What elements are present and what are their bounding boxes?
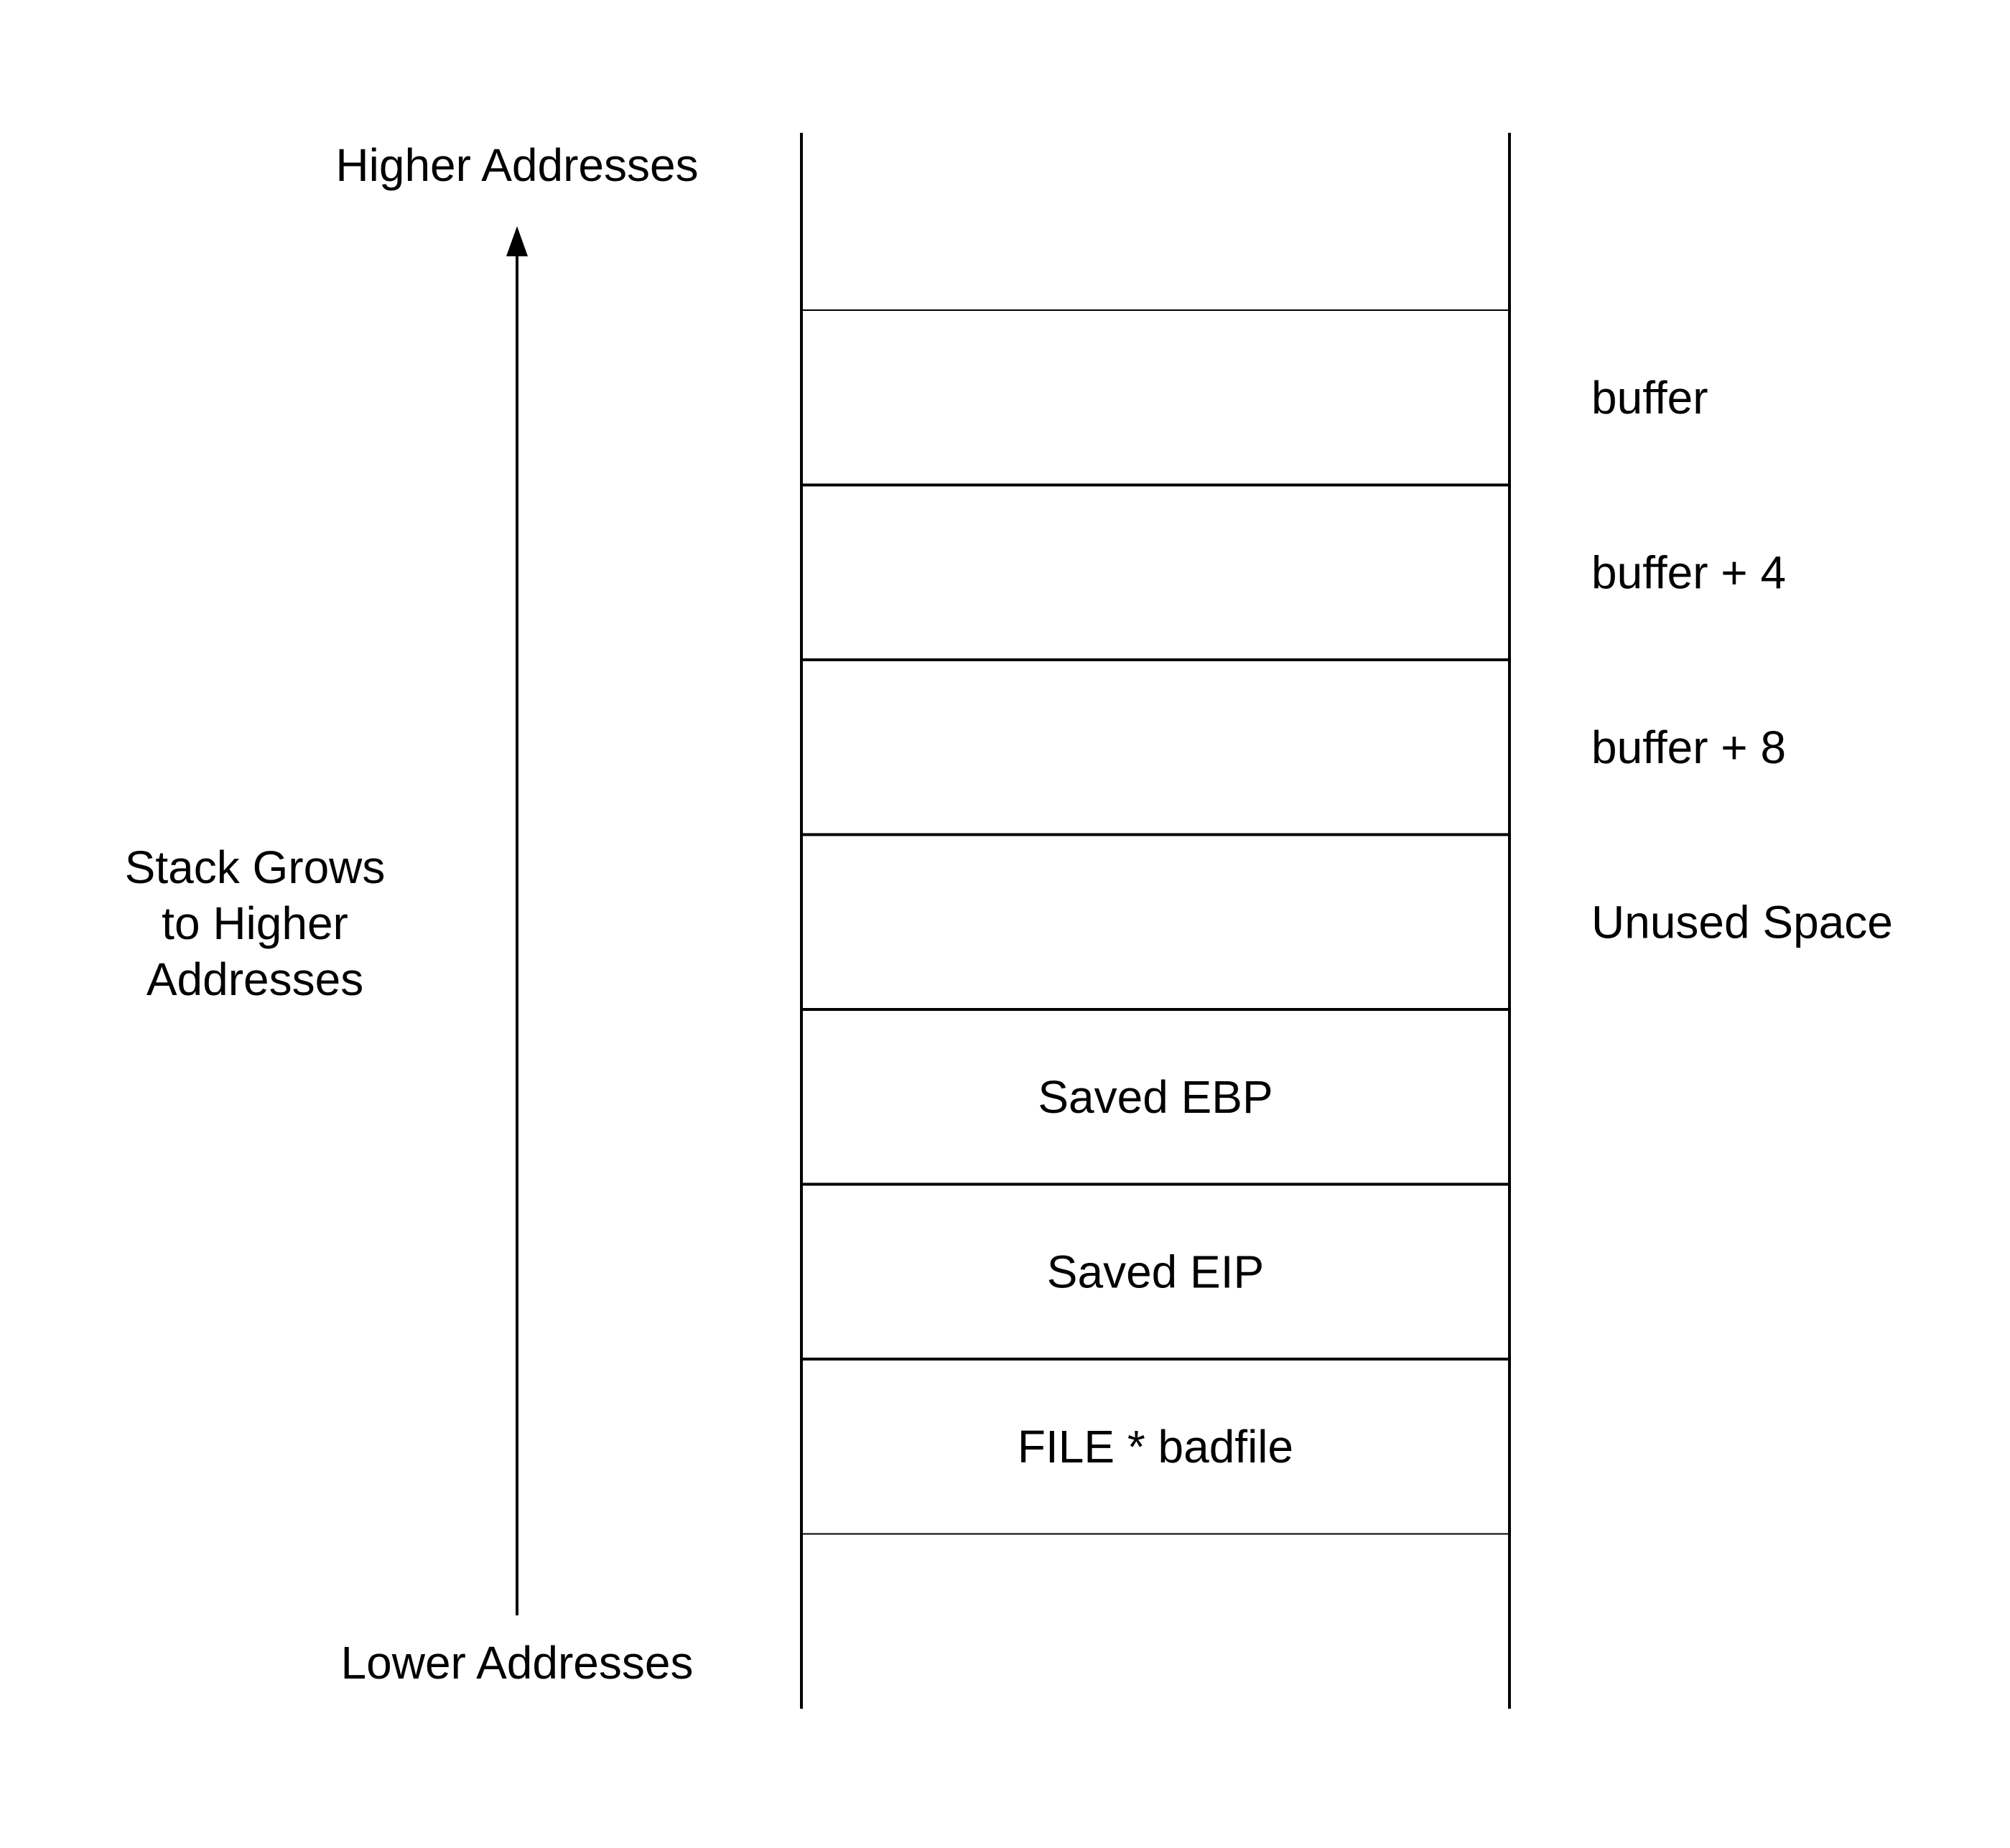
lower-addresses-label: Lower Addresses [341, 1637, 694, 1689]
slot-side-label: buffer [1591, 372, 1708, 424]
stack-slot-dividers [801, 309, 1509, 1535]
growth-arrow-head [506, 226, 528, 256]
slot-side-label: Unused Space [1591, 896, 1893, 948]
higher-addresses-label: Higher Addresses [335, 139, 698, 191]
slot-inside-label: Saved EIP [1047, 1246, 1264, 1297]
growth-label-line-2: to Higher [162, 897, 348, 949]
growth-label-line-1: Stack Grows [125, 841, 386, 893]
growth-label-line-3: Addresses [146, 953, 363, 1005]
slot-inside-label: FILE * badfile [1018, 1421, 1293, 1473]
slot-side-label: buffer + 4 [1591, 546, 1786, 598]
slot-side-label: buffer + 8 [1591, 722, 1786, 773]
slot-inside-label: Saved EBP [1038, 1071, 1272, 1123]
stack-slot-labels: buffer buffer + 4 buffer + 8 Unused SpaceSa… [1018, 372, 1893, 1473]
